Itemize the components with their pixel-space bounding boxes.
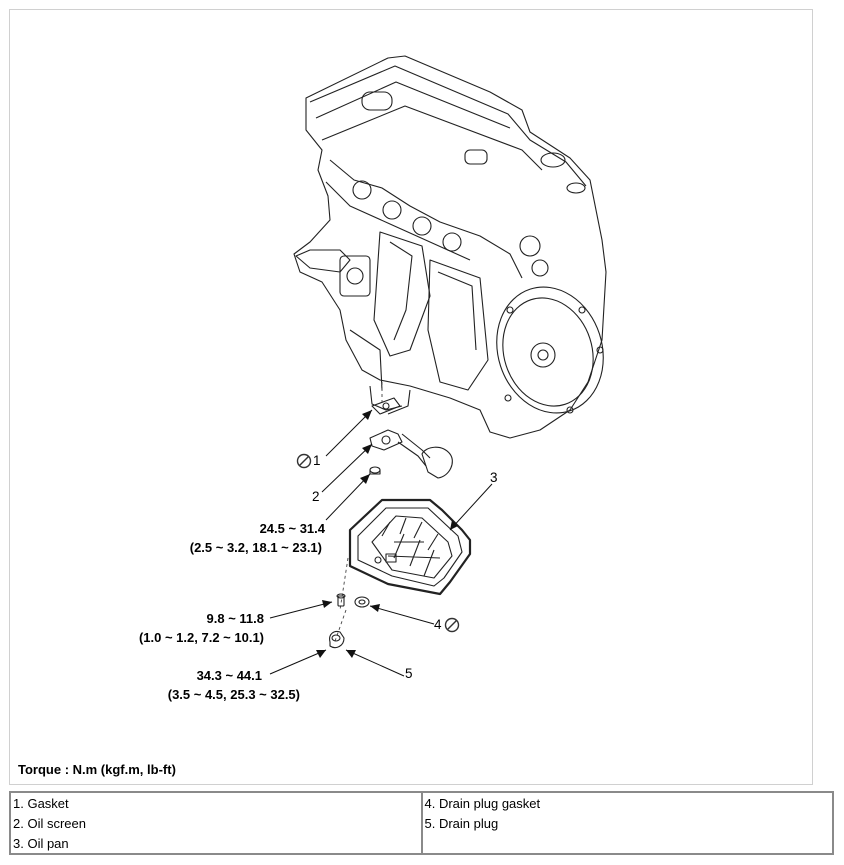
torque-spec-oil-pan: 9.8 ~ 11.8 <box>206 611 264 626</box>
callout-3-label: 3 <box>490 470 498 485</box>
part-item-drain-plug: 5. Drain plug <box>424 816 499 831</box>
engine-block-drawing <box>293 55 607 439</box>
exploded-view-diagram: 1 2 3 4 5 24.5 ~ 31.4 (2.5 ~ 3.2, 18.1 ~… <box>9 9 813 785</box>
do-not-reuse-icon <box>444 617 460 633</box>
torque-spec-oil-screen: 24.5 ~ 31.4 <box>259 521 325 536</box>
parts-column-left: 1. Gasket 2. Oil screen 3. Oil pan <box>11 793 421 853</box>
callout-2-label: 2 <box>312 489 320 504</box>
torque-spec-drain-plug-alt: (3.5 ~ 4.5, 25.3 ~ 32.5) <box>167 687 300 702</box>
parts-column-right: 4. Drain plug gasket 5. Drain plug <box>420 793 833 853</box>
oil-pan-part <box>348 498 472 596</box>
callout-4-label: 4 <box>434 617 442 632</box>
do-not-reuse-icon <box>296 453 312 469</box>
callout-5-label: 5 <box>405 666 413 681</box>
oil-screen-nut <box>369 466 381 475</box>
drain-bolt-part <box>336 593 346 607</box>
callout-1-label: 1 <box>313 453 321 468</box>
drain-plug-part <box>329 630 345 649</box>
torque-spec-oil-screen-alt: (2.5 ~ 3.2, 18.1 ~ 23.1) <box>189 540 322 555</box>
parts-legend-table: 1. Gasket 2. Oil screen 3. Oil pan 4. Dr… <box>9 791 834 855</box>
torque-spec-drain-plug: 34.3 ~ 44.1 <box>196 668 262 683</box>
gasket-part <box>371 397 401 415</box>
leader-arrows <box>269 409 493 677</box>
torque-spec-oil-pan-alt: (1.0 ~ 1.2, 7.2 ~ 10.1) <box>138 630 264 645</box>
part-item-drain-plug-gasket: 4. Drain plug gasket <box>424 796 541 811</box>
diagram-drawing <box>269 55 607 677</box>
part-item-oil-screen: 2. Oil screen <box>13 816 86 831</box>
drain-plug-gasket-part <box>354 596 370 608</box>
part-item-gasket: 1. Gasket <box>13 796 69 811</box>
torque-units-note: Torque : N.m (kgf.m, lb-ft) <box>18 762 176 777</box>
oil-screen-part <box>369 429 453 479</box>
part-item-oil-pan: 3. Oil pan <box>13 836 69 851</box>
